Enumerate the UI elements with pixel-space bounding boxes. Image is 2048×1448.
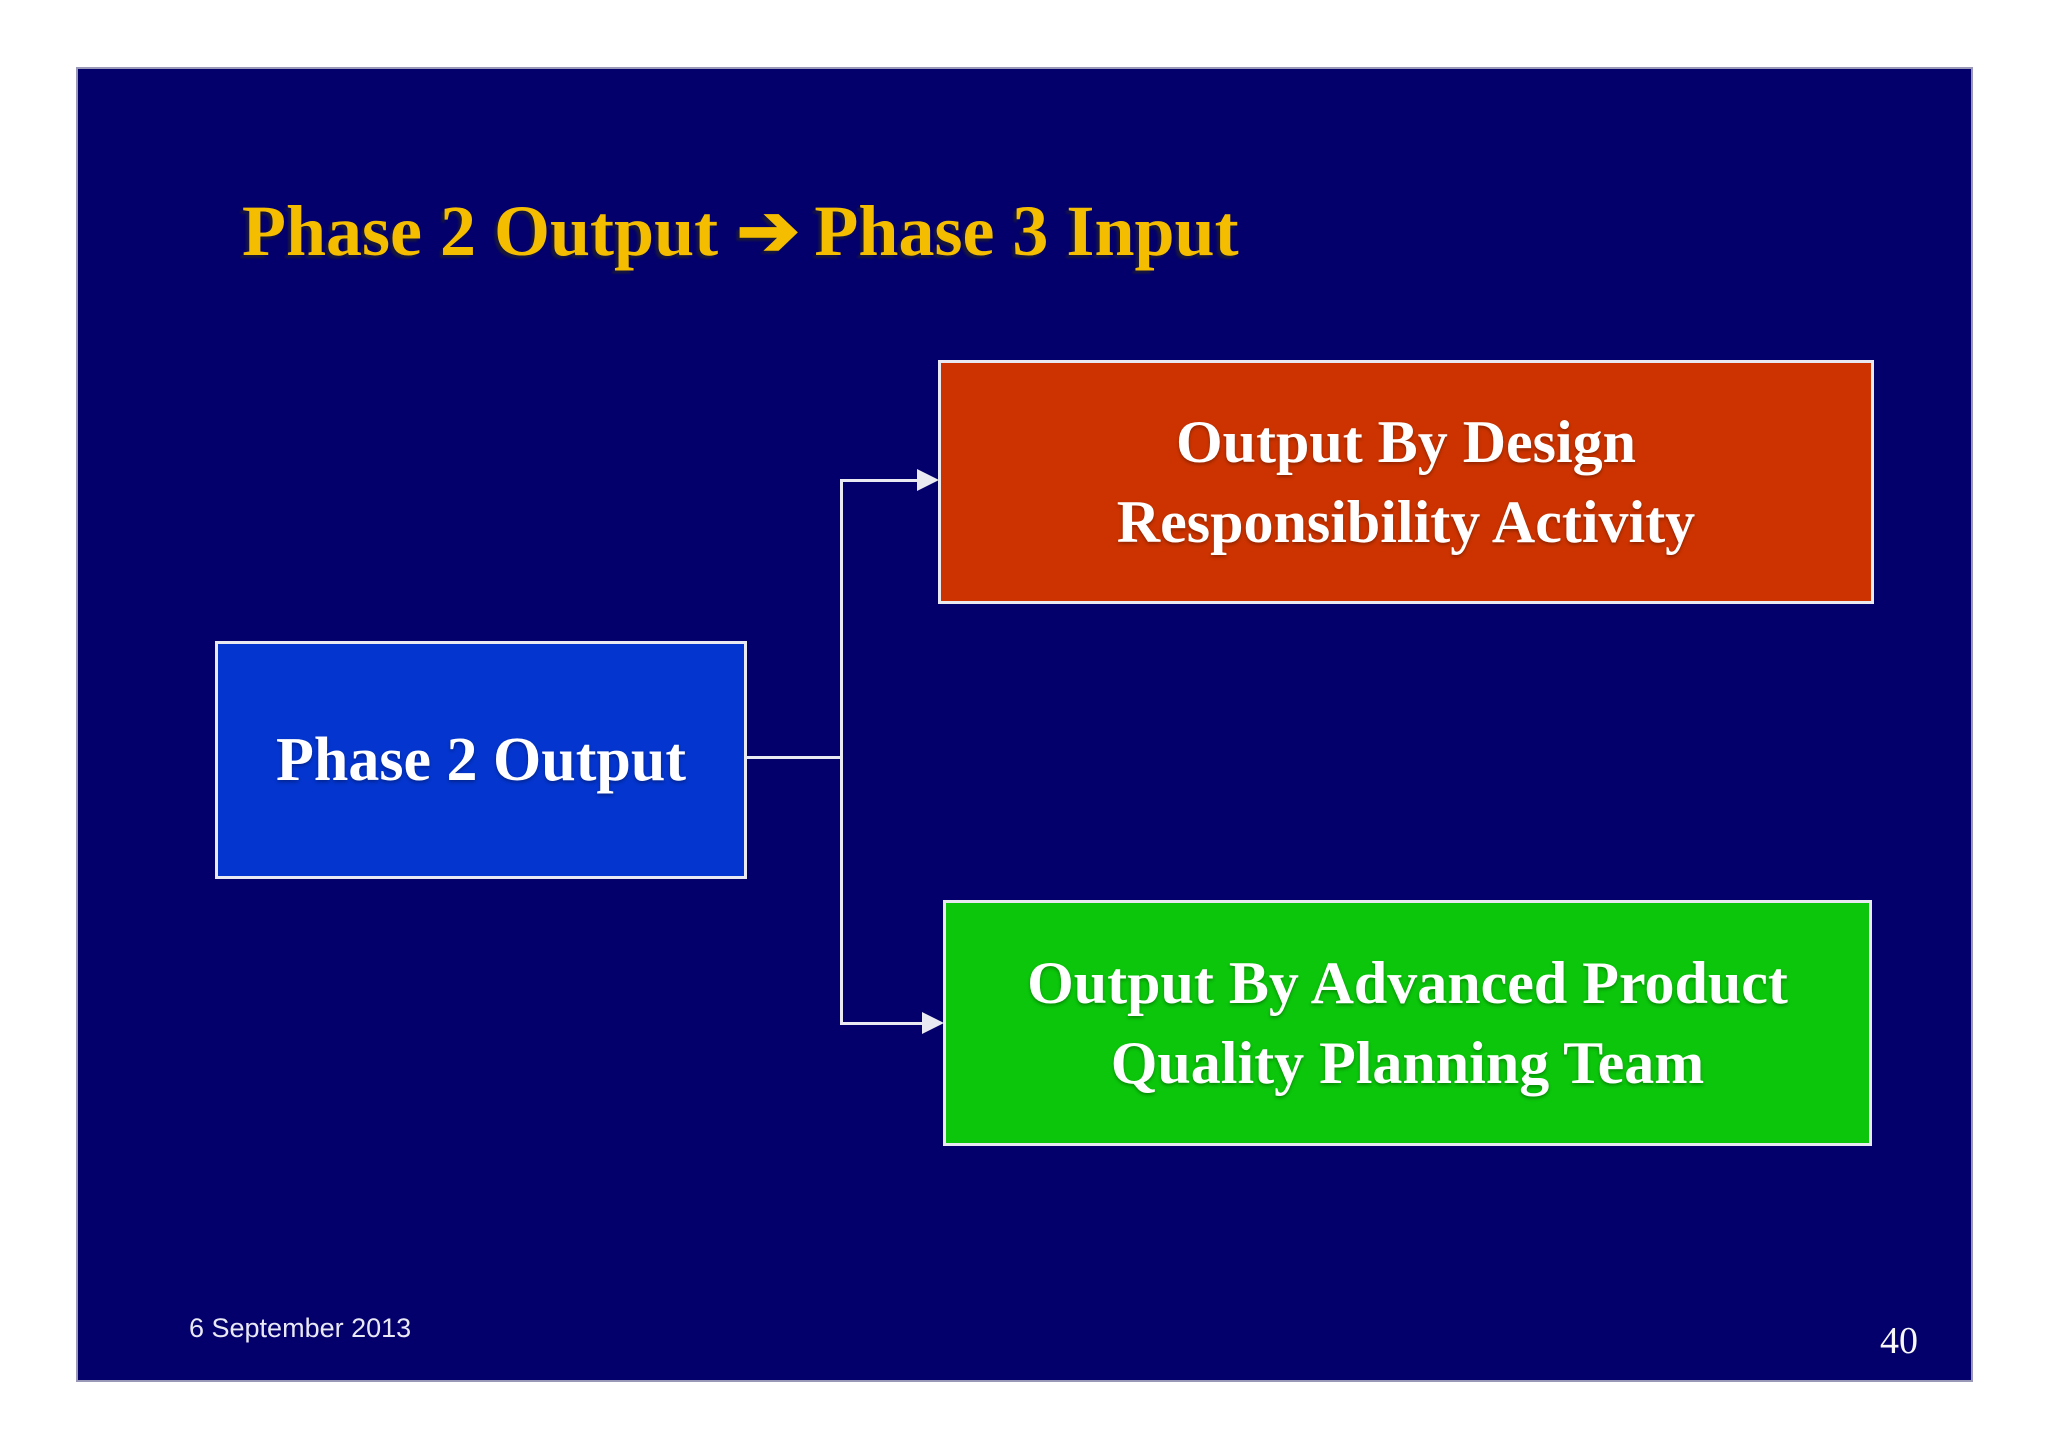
node-design-responsibility-line2: Responsibility Activity: [1116, 489, 1696, 555]
connector-to-top-box: [840, 479, 920, 482]
page-title: Phase 2 Output➔Phase 3 Input: [242, 191, 1239, 271]
title-phase3-input: Phase 3 Input: [814, 191, 1239, 271]
node-apqp-team-line1: Output By Advanced Product: [1027, 950, 1788, 1016]
connector-from-source: [747, 756, 842, 759]
node-phase2-output: Phase 2 Output: [215, 641, 747, 879]
connector-to-bottom-box: [840, 1022, 925, 1025]
node-apqp-team: Output By Advanced Product Quality Plann…: [943, 900, 1872, 1146]
node-apqp-team-line2: Quality Planning Team: [1110, 1030, 1705, 1096]
slide-canvas: Phase 2 Output➔Phase 3 Input Phase 2 Out…: [76, 67, 1973, 1382]
footer-date: 6 September 2013: [189, 1313, 412, 1343]
arrowhead-top-icon: [917, 469, 939, 491]
title-phase2-output: Phase 2 Output: [242, 191, 719, 271]
page-number: 40: [1880, 1320, 1918, 1362]
node-phase2-output-label: Phase 2 Output: [276, 726, 686, 794]
node-design-responsibility-line1: Output By Design: [1175, 409, 1637, 475]
connector-trunk: [840, 479, 843, 1025]
arrowhead-bottom-icon: [922, 1012, 944, 1034]
node-design-responsibility: Output By Design Responsibility Activity: [938, 360, 1874, 604]
right-arrow-icon: ➔: [736, 191, 800, 271]
